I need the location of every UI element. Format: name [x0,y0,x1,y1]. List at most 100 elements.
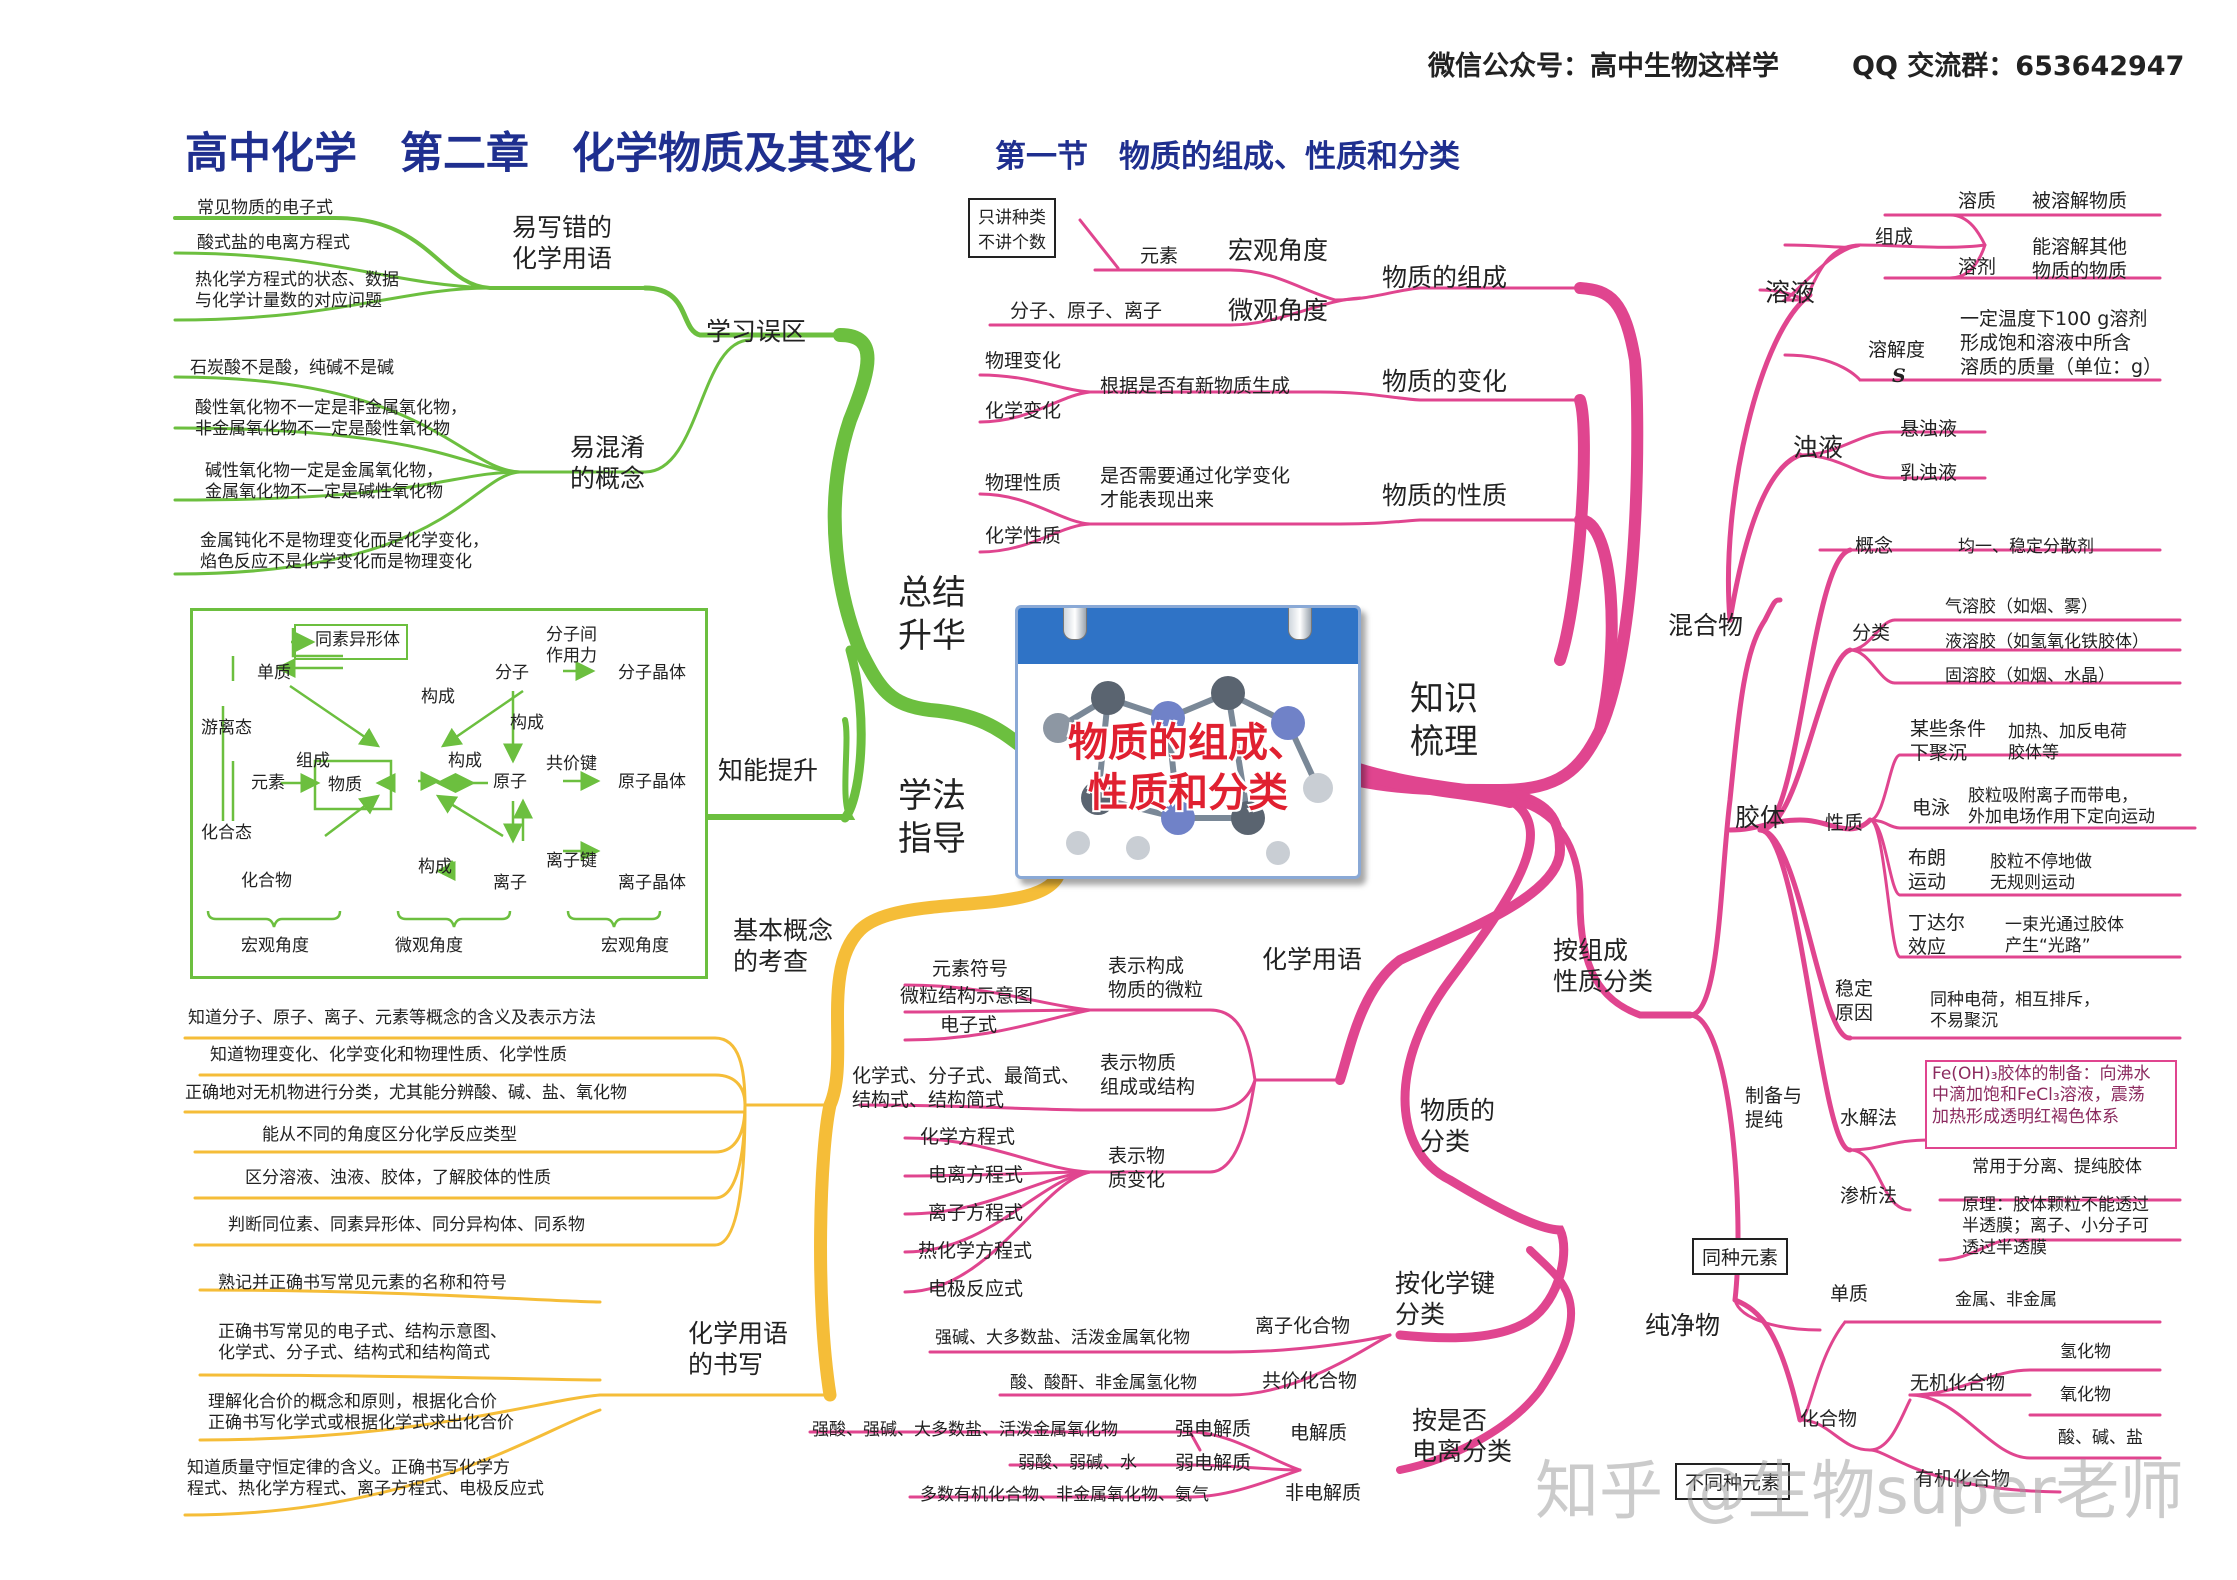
physical-change-item: 物理变化 [985,350,1062,372]
macro-angle-node: 宏观角度 [1228,236,1329,265]
electrophoresis-node: 电泳 [1912,797,1951,819]
list-item: 酸性氧化物不一定是非金属氧化物， 非金属氧化物不一定是酸性氧化物 [195,398,467,440]
list-item: 氢化物 [2060,1342,2111,1362]
branch-guide: 学法 指导 [898,776,966,859]
list-item: 气溶胶（如烟、雾） [1945,597,2098,617]
list-item: 正确地对无机物进行分类，尤其能分辨酸、碱、盐、氧化物 [185,1083,627,1103]
calendar-ring-icon [1288,608,1312,640]
list-item: 酸、酸酐、非金属氢化物 [1010,1373,1197,1393]
mixture-node: 混合物 [1668,611,1744,640]
composition-classification-node: 按组成 性质分类 [1553,936,1654,997]
concept-diagram: 同素异形体 单质 游离态 组成 元素 物质 化合态 化合物 构成 构成 构成 构… [190,608,708,979]
knowledge-main-branches [1335,282,1694,1474]
compose-label: 组成 [296,751,330,771]
property-node: 物质的性质 [1382,481,1508,510]
same-element-note: 同种元素 [1692,1238,1789,1275]
macro-view-label: 宏观角度 [601,936,669,956]
compound-node: 化合物 [1800,1408,1858,1430]
atom-label: 原子 [493,772,527,792]
solubility-node: 溶解度 [1868,339,1926,361]
classification-node: 物质的 分类 [1420,1096,1496,1157]
list-item: 碱性氧化物一定是金属氧化物， 金属氧化物不一定是碱性氧化物 [205,461,443,503]
chemical-change-item: 化学变化 [985,400,1062,422]
compound-state-label: 化合态 [201,823,252,843]
solution-node: 溶液 [1765,278,1816,307]
pure-substance-node: 纯净物 [1645,1311,1721,1340]
inorganic-compound-node: 无机化合物 [1910,1372,2006,1394]
list-item: 酸、碱、盐 [2058,1428,2143,1448]
substance-label: 物质 [328,775,362,795]
list-item: 判断同位素、同素异形体、同分异构体、同系物 [228,1215,585,1235]
terms-structure-node: 表示物质 组成或结构 [1100,1052,1196,1098]
build-label-2: 构成 [448,751,482,771]
tyndall-effect-node: 丁达尔 效应 [1908,912,1966,958]
guide-main-branch [814,863,1067,1402]
molecule-model-icon [1043,676,1333,865]
center-topic-card: 物质的组成、 性质和分类 [1015,605,1361,879]
learning-errors-node: 学习误区 [706,317,807,346]
emulsion-item: 乳浊液 [1900,462,1958,484]
build-label-3: 构成 [510,713,544,733]
build-label-4: 构成 [418,857,452,877]
colloid-types-node: 分类 [1852,622,1891,644]
list-item: 强碱、大多数盐、活泼金属氧化物 [935,1328,1190,1348]
dialysis-method-node: 渗析法 [1840,1185,1898,1207]
stability-reason-node: 稳定 原因 [1835,978,1874,1024]
summary-links [173,216,856,820]
list-item: 固溶胶（如烟、水晶） [1945,666,2115,686]
solubility-symbol: S [1892,365,1906,387]
list-item: 金属钝化不是物理变化而是化学变化， 焰色反应不是化学变化而是物理变化 [200,531,489,573]
build-label-1: 构成 [421,687,455,707]
solute-desc: 被溶解物质 [2032,190,2128,212]
list-item: 电子式 [940,1014,998,1036]
hydrolysis-box [1925,1060,2177,1149]
brownian-motion-desc: 胶粒不停地做 无规则运动 [1990,852,2092,894]
solubility-desc: 一定温度下100 g溶剂 形成饱和溶液中所含 溶质的质量（单位：g） [1960,308,2163,378]
micro-view-label: 微观角度 [395,936,463,956]
terms-change-node: 表示物 质变化 [1108,1145,1166,1191]
covalent-compound-node: 共价化合物 [1262,1370,1358,1392]
list-item: 热化学方程式 [918,1240,1033,1262]
list-item: 区分溶液、浊液、胶体，了解胶体的性质 [245,1168,551,1188]
colloid-node: 胶体 [1735,803,1786,832]
change-node: 物质的变化 [1382,367,1508,396]
list-item: 化学方程式 [920,1126,1016,1148]
element-label: 元素 [251,773,285,793]
intermolecular-force-label: 分子间 作用力 [546,625,597,667]
property-basis: 是否需要通过化学变化 才能表现出来 [1100,465,1291,511]
simple-substance-node: 单质 [1830,1283,1869,1305]
list-item: 原理：胶体颗粒不能透过 半透膜；离子、小分子可 透过半透膜 [1962,1195,2149,1258]
list-item: 知道物理变化、化学变化和物理性质、化学性质 [210,1045,567,1065]
suspension-item: 悬浊液 [1900,418,1958,440]
solute-node: 溶质 [1958,190,1997,212]
stability-reason-desc: 同种电荷，相互排斥， 不易聚沉 [1930,990,2100,1032]
non-electrolyte-node: 非电解质 [1285,1482,1362,1504]
free-state-label: 游离态 [201,718,252,738]
list-item: 熟记并正确书写常见元素的名称和符号 [218,1273,507,1293]
list-item: 离子方程式 [928,1202,1024,1224]
list-item: 元素符号 [932,958,1009,980]
simple-substance-desc: 金属、非金属 [1955,1290,2057,1310]
prep-purify-node: 制备与 提纯 [1745,1085,1803,1131]
knowledge-links [808,213,2197,1499]
calendar-ring-icon [1063,608,1087,640]
tyndall-effect-desc: 一束光通过胶体 产生“光路” [2005,915,2124,957]
chem-terms-node: 化学用语 [1262,945,1363,974]
hydrolysis-desc: Fe(OH)₃胶体的制备：向沸水 中滴加饱和FeCl₃溶液，震荡 加热形成透明红… [1932,1064,2151,1127]
macro-view-label: 宏观角度 [241,936,309,956]
atomic-crystal-label: 原子晶体 [618,772,686,792]
ionic-crystal-label: 离子晶体 [618,873,686,893]
center-title-line2: 性质和分类 [1088,770,1288,816]
composition-note: 只讲种类 不讲个数 [968,198,1056,258]
center-title-line1: 物质的组成、 [1068,720,1308,766]
different-element-note: 不同种元素 [1675,1463,1791,1500]
terms-micro-node: 表示构成 物质的微粒 [1108,955,1204,1001]
list-item: 知道分子、原子、离子、元素等概念的含义及表示方法 [188,1008,596,1028]
electrophoresis-desc: 胶粒吸附离子而带电， 外加电场作用下定向运动 [1968,786,2155,828]
compound-label: 化合物 [241,871,292,891]
electrolyte-node: 电解质 [1290,1422,1348,1444]
center-topic-title: 物质的组成、 性质和分类 [1018,718,1358,818]
ionize-classification-node: 按是否 电离分类 [1412,1406,1513,1467]
ionic-bond-label: 离子键 [546,851,597,871]
